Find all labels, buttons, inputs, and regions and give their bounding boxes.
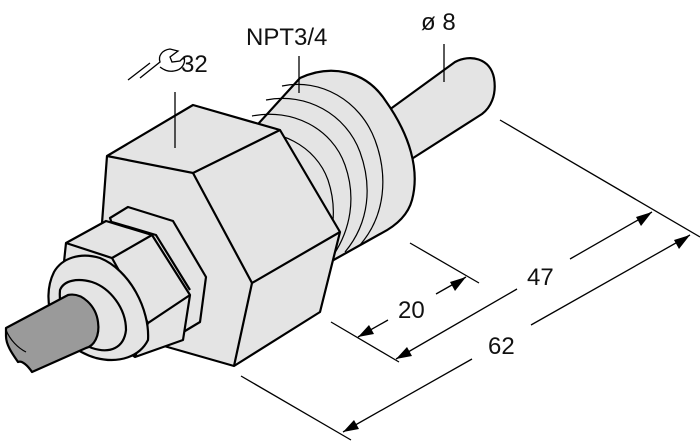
wrench-icon (127, 48, 186, 81)
diameter-callout: ø 8 (421, 9, 456, 82)
dimension-47: 47 (395, 211, 653, 360)
wrench-size-label: 32 (181, 51, 208, 78)
probe-rod (376, 57, 496, 162)
thread-callout: NPT3/4 (246, 24, 327, 93)
dimension-20: 20 (357, 276, 467, 338)
dimension-47-label: 47 (527, 264, 554, 291)
dimension-62-label: 62 (488, 333, 515, 360)
wrench-callout: 32 (127, 48, 208, 148)
thread-label: NPT3/4 (246, 24, 327, 51)
dimension-lines: 20 47 62 (240, 119, 700, 441)
dimension-62: 62 (342, 234, 691, 433)
dimension-20-label: 20 (398, 297, 425, 324)
diameter-label: ø 8 (421, 9, 456, 36)
cable (4, 293, 100, 374)
